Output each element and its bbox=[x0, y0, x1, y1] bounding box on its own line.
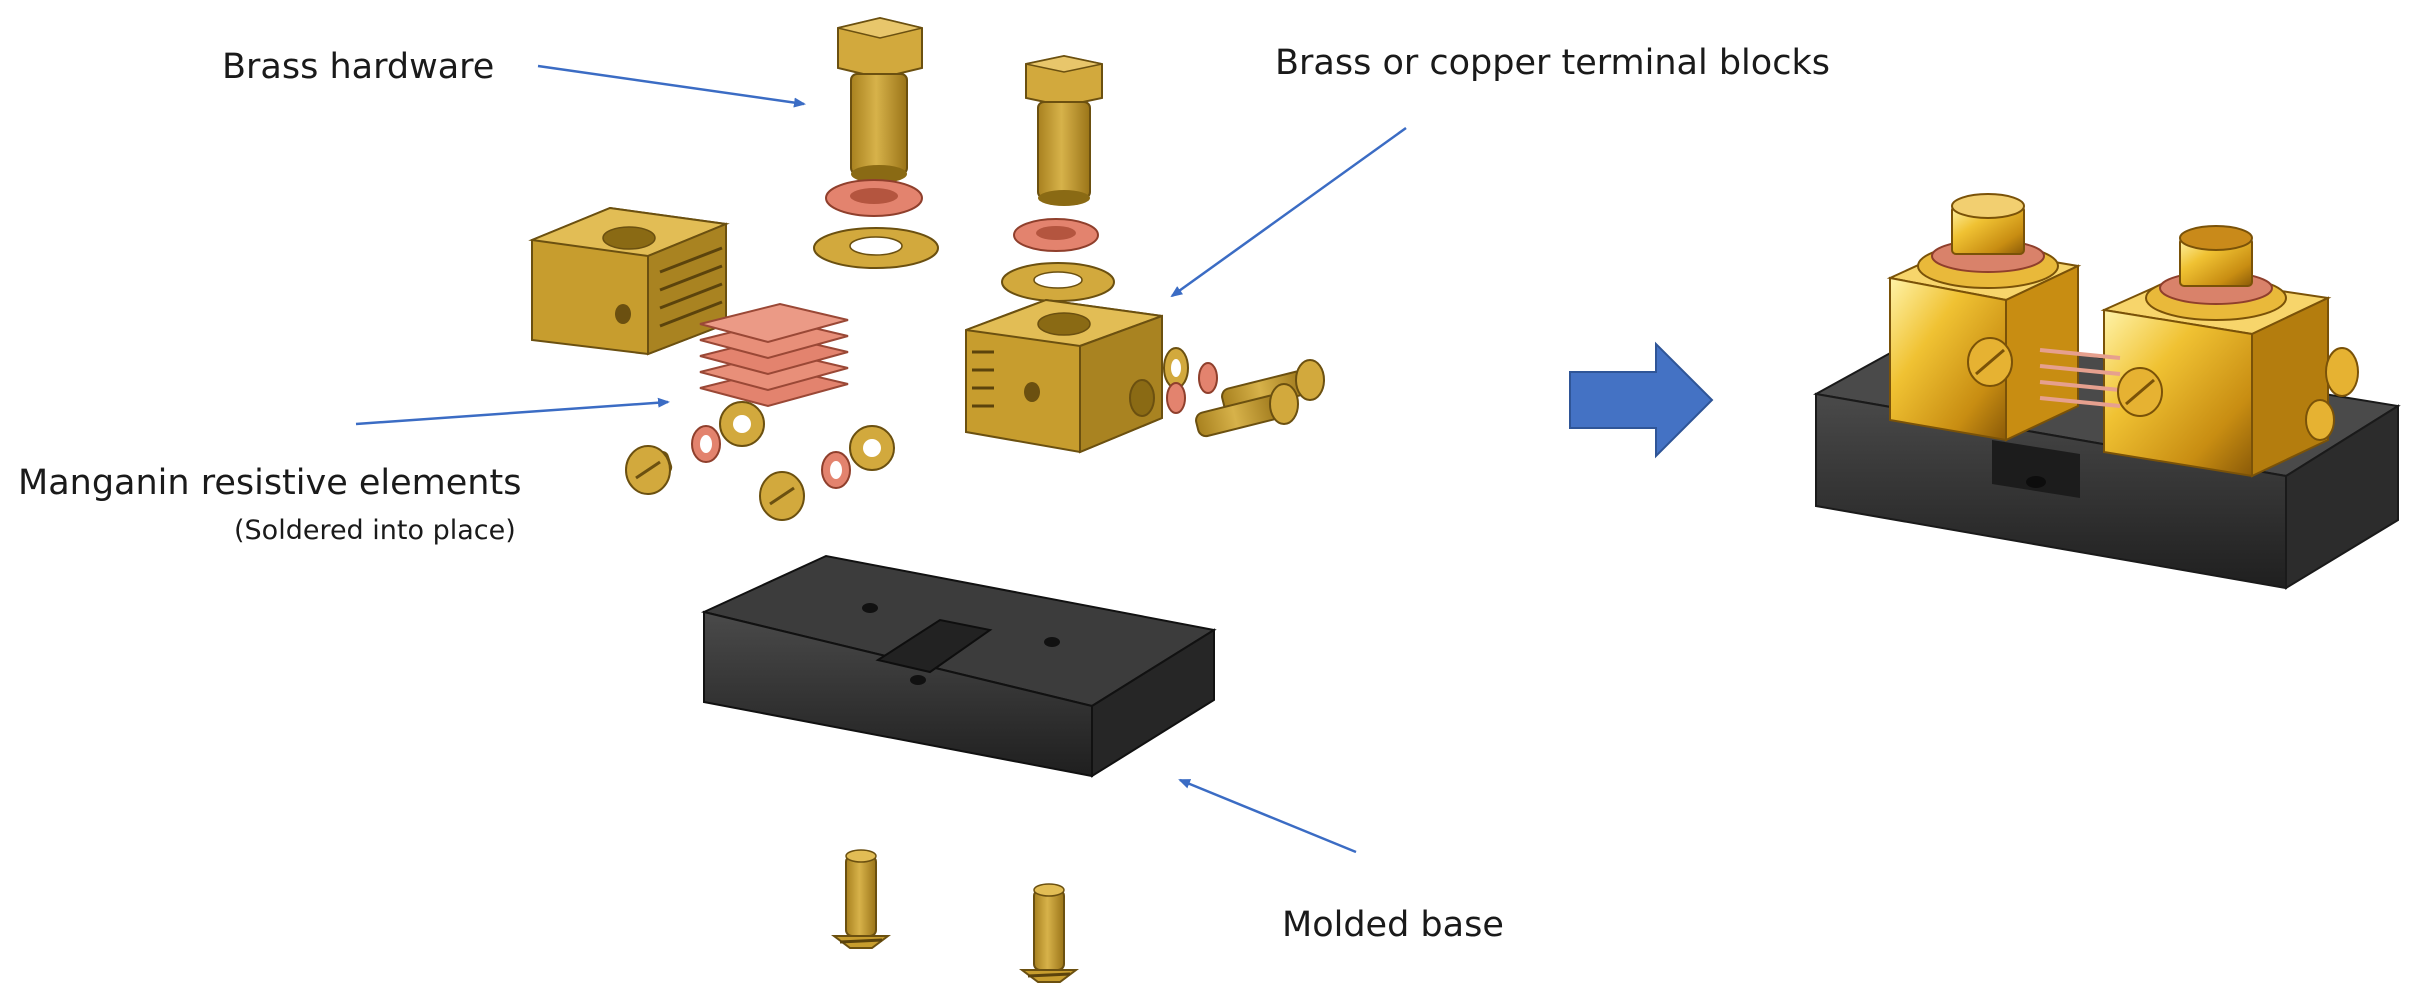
screws-left-group bbox=[625, 401, 895, 521]
solder-slots-left bbox=[659, 246, 723, 328]
callout-arrow-molded-base bbox=[1178, 778, 1357, 854]
washer-copper-2 bbox=[1013, 218, 1099, 252]
manganin-resistive-elements bbox=[699, 302, 849, 408]
callout-arrow-terminal-blocks bbox=[1170, 126, 1407, 298]
washer-copper-1 bbox=[825, 179, 923, 217]
screws-right-group bbox=[1163, 347, 1325, 438]
terminal-block-right bbox=[965, 298, 1163, 454]
mounting-screw-right bbox=[1019, 883, 1079, 983]
solder-slots-right bbox=[972, 350, 994, 408]
assembled-shunt bbox=[1813, 193, 2401, 590]
label-brass-hardware: Brass hardware bbox=[222, 47, 495, 87]
washer-brass-1 bbox=[813, 227, 939, 269]
label-soldered-into-place: (Soldered into place) bbox=[234, 515, 516, 546]
label-terminal-blocks: Brass or copper terminal blocks bbox=[1275, 43, 1830, 83]
hex-bolt-right bbox=[1025, 54, 1103, 206]
label-molded-base: Molded base bbox=[1282, 905, 1504, 945]
callout-arrow-manganin bbox=[355, 397, 670, 426]
callout-arrow-brass-hardware bbox=[537, 64, 806, 108]
hex-bolt-left bbox=[837, 16, 923, 183]
mounting-screw-left bbox=[831, 849, 891, 949]
label-manganin-resistive-elements: Manganin resistive elements bbox=[18, 463, 522, 503]
molded-base bbox=[700, 554, 1217, 778]
assembly-arrow-icon bbox=[1569, 341, 1714, 459]
washer-brass-2 bbox=[1001, 262, 1115, 302]
terminal-block-left bbox=[528, 206, 730, 356]
